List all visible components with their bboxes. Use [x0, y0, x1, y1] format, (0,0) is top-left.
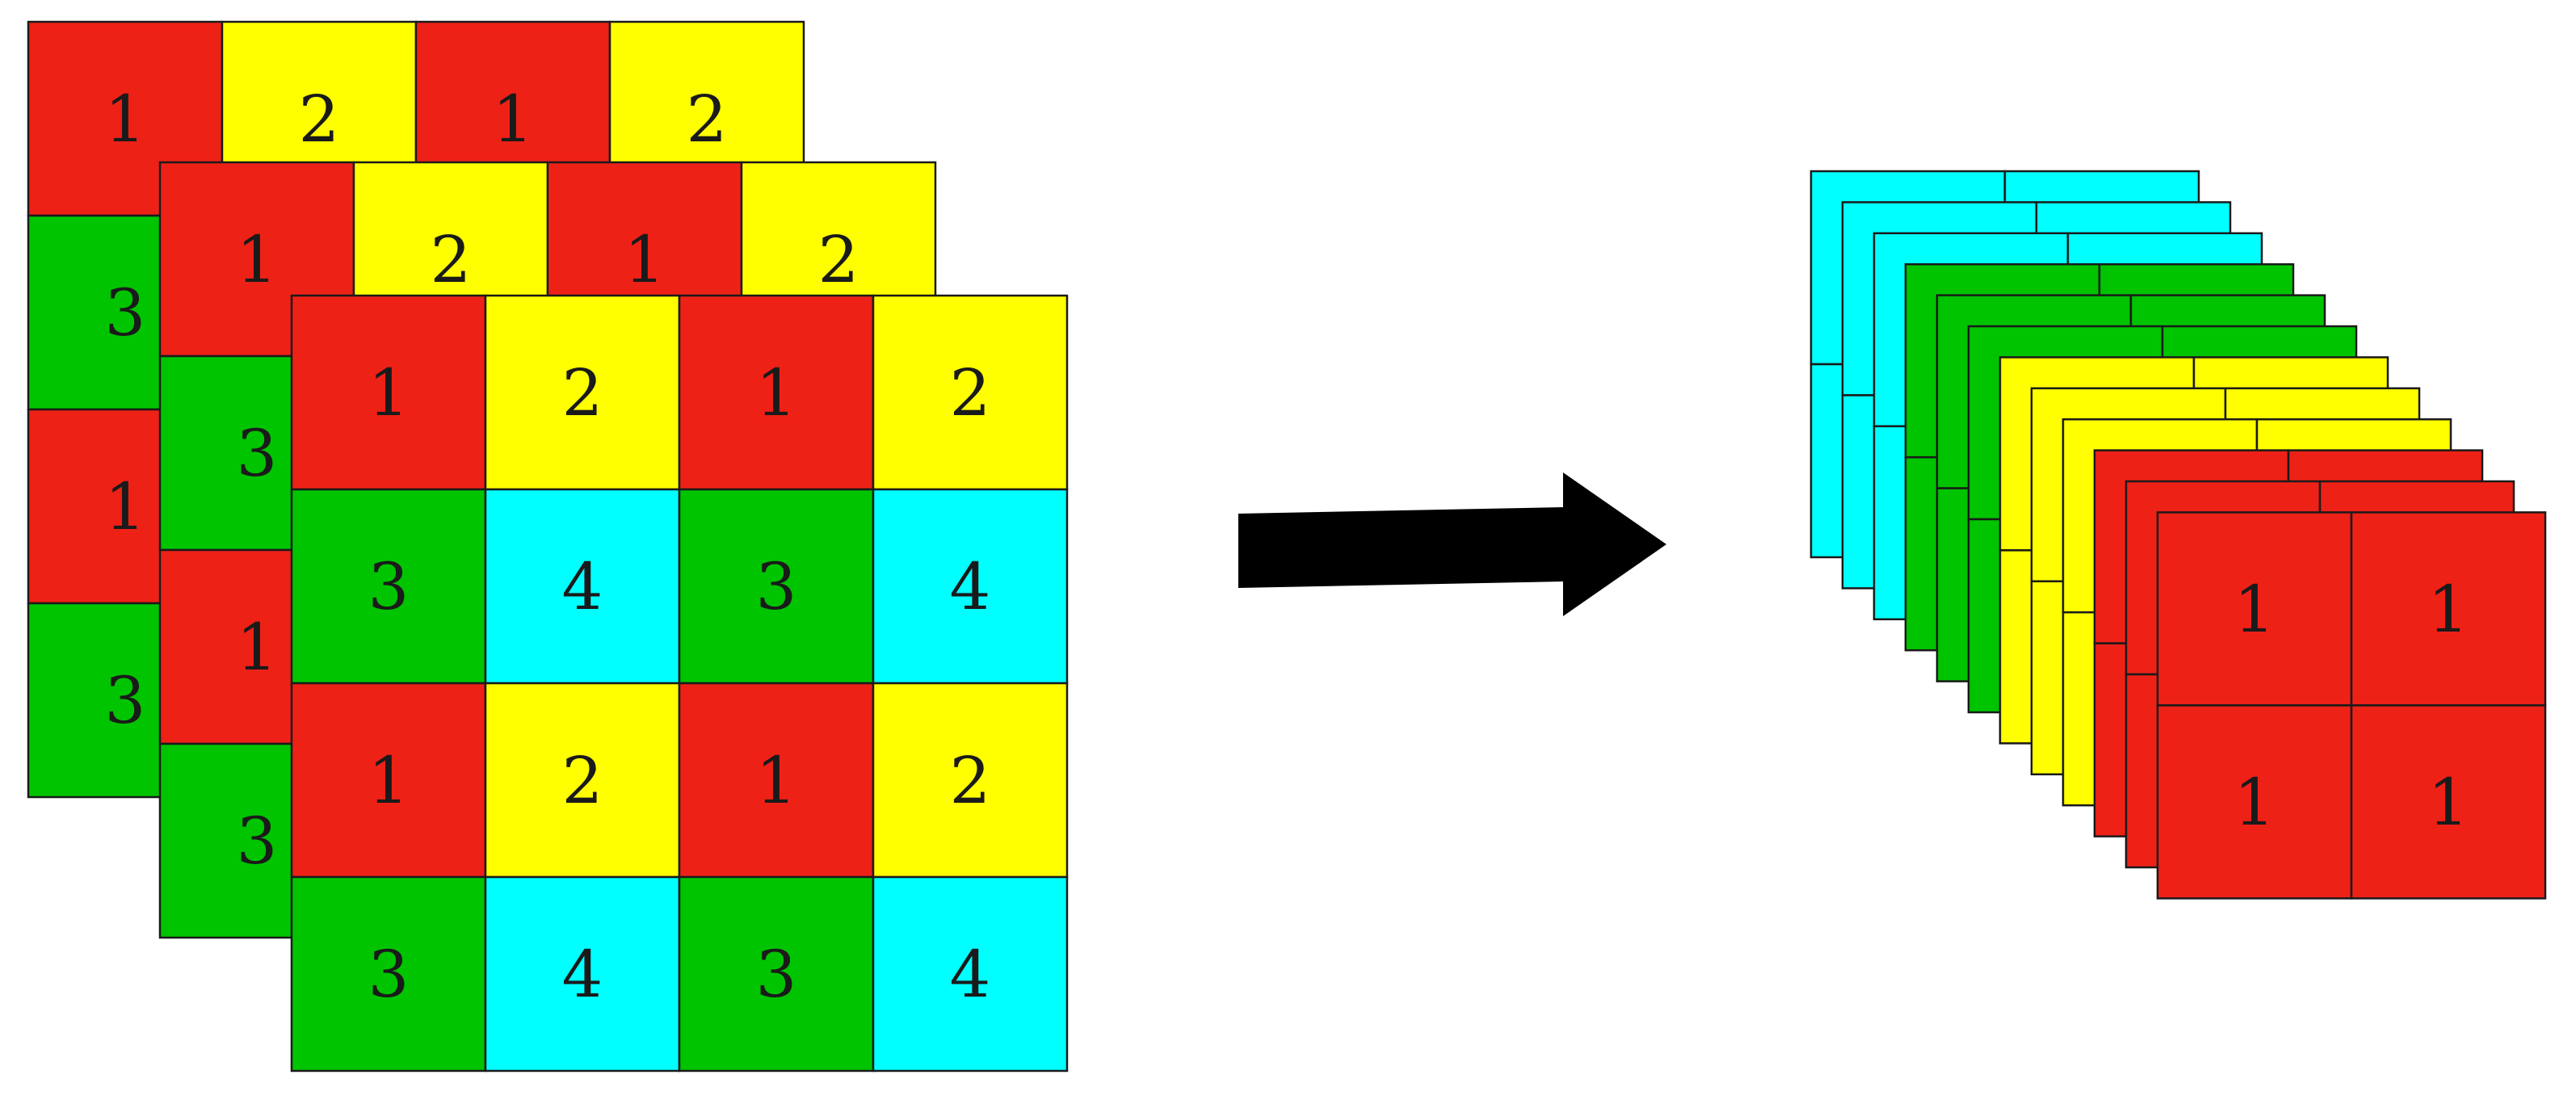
cell-label: 1 [237, 222, 278, 297]
input-feature-map-stack: 1212343412123434121234341212343412123434… [27, 20, 1069, 1073]
cell-label: 4 [950, 937, 991, 1012]
grid-cell [290, 294, 487, 491]
cell-label: 3 [237, 804, 278, 879]
cell-label: 1 [756, 355, 797, 430]
grid-cell [872, 294, 1069, 491]
output-cell [2350, 511, 2547, 707]
cell-label: 3 [105, 663, 146, 738]
grid-cell [678, 488, 875, 685]
cell-label: 2 [818, 222, 859, 297]
grid-cell [290, 875, 487, 1073]
cell-label: 2 [431, 222, 472, 297]
output-cell-label: 1 [2428, 765, 2469, 840]
cell-label: 2 [950, 355, 991, 430]
cell-label: 4 [562, 549, 603, 624]
output-cell [2350, 704, 2547, 900]
cell-label: 3 [237, 416, 278, 491]
grid-cell [484, 294, 681, 491]
grid-cell [678, 875, 875, 1073]
cell-label: 2 [950, 743, 991, 818]
grid-cell [872, 875, 1069, 1073]
output-cell-label: 1 [2234, 765, 2276, 840]
cell-label: 4 [562, 937, 603, 1012]
input-layer: 1 2 1 2 3 4 3 4 1 2 1 2 3 4 3 4 [290, 294, 1069, 1073]
cell-label: 1 [105, 469, 146, 544]
cell-label: 1 [624, 222, 666, 297]
output-layer: 1 1 1 1 [2156, 511, 2547, 900]
grid-cell [484, 875, 681, 1073]
output-channel-stack: 1 1 1 1 [1809, 170, 2547, 900]
output-cell-label: 1 [2428, 572, 2469, 647]
cell-label: 3 [756, 549, 797, 624]
cell-label: 2 [299, 82, 340, 157]
cell-label: 3 [105, 275, 146, 351]
grid-cell [872, 488, 1069, 685]
output-cell-label: 1 [2234, 572, 2276, 647]
output-cell [2156, 511, 2353, 707]
cell-label: 1 [368, 355, 410, 430]
cell-label: 3 [368, 549, 410, 624]
cell-label: 3 [756, 937, 797, 1012]
arrow-right-icon [1238, 472, 1666, 616]
cell-label: 2 [562, 743, 603, 818]
cell-label: 1 [105, 82, 146, 157]
grid-cell [484, 682, 681, 879]
arrow-shape [1238, 472, 1666, 616]
cell-label: 1 [237, 610, 278, 685]
cell-label: 2 [687, 82, 728, 157]
cell-label: 1 [368, 743, 410, 818]
grid-cell [872, 682, 1069, 879]
cell-label: 1 [756, 743, 797, 818]
cell-label: 2 [562, 355, 603, 430]
cell-label: 4 [950, 549, 991, 624]
cell-label: 3 [368, 937, 410, 1012]
cell-label: 1 [493, 82, 534, 157]
